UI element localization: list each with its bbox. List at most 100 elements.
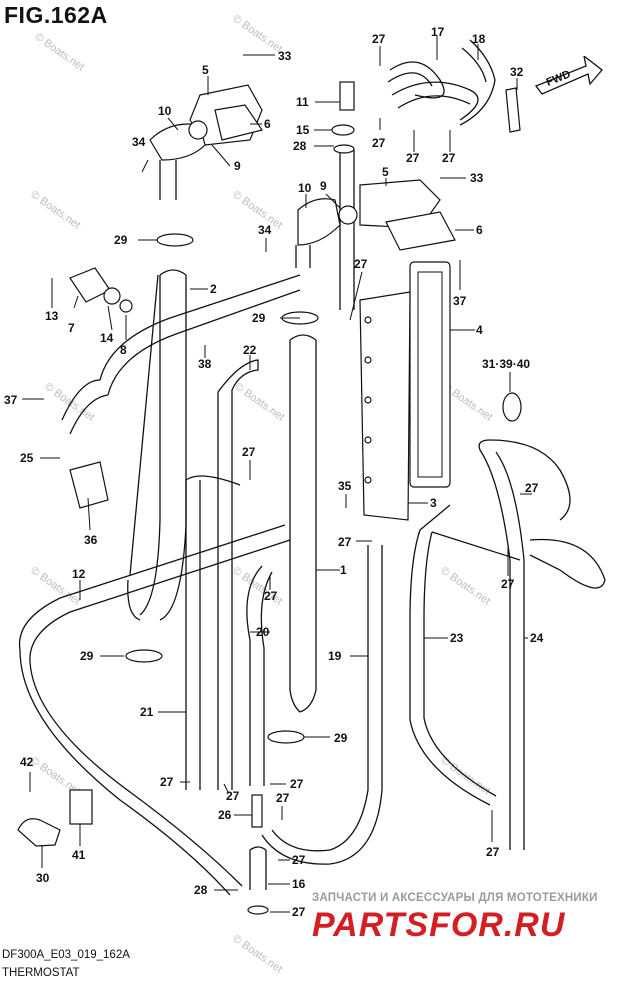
callout-27: 27 xyxy=(372,136,386,150)
hose-23 xyxy=(409,529,497,806)
outlet-stub xyxy=(295,245,311,268)
callout-27: 27 xyxy=(160,775,174,789)
callout-10: 10 xyxy=(298,181,312,195)
callout-27: 27 xyxy=(486,845,500,859)
callout-29: 29 xyxy=(252,311,266,325)
clamp-30 xyxy=(17,818,61,847)
callout-20: 20 xyxy=(256,625,270,639)
hose-18 xyxy=(391,81,479,121)
hose-22 xyxy=(217,359,259,790)
watermark-text: © Boats.net xyxy=(232,381,286,424)
callout-27: 27 xyxy=(442,151,456,165)
callout-27: 27 xyxy=(354,257,368,271)
hose-2 xyxy=(139,269,187,621)
callout-27: 27 xyxy=(242,445,256,459)
callout-34: 34 xyxy=(258,223,272,237)
watermark-text: © Boats.net xyxy=(230,933,284,976)
watermark-text: © Boats.net xyxy=(42,381,96,424)
gasket-6-upper xyxy=(214,104,263,141)
callout-23: 23 xyxy=(450,631,464,645)
callout-19: 19 xyxy=(328,649,342,663)
callout-33: 33 xyxy=(470,171,484,185)
component-shapes xyxy=(17,84,522,915)
callout-30: 30 xyxy=(36,871,50,885)
figure-title: FIG.162A xyxy=(4,2,108,28)
callout-27: 27 xyxy=(264,589,278,603)
callout-27: 27 xyxy=(276,791,290,805)
bolt-hole xyxy=(364,356,372,364)
callout-25: 25 xyxy=(20,451,34,465)
callout-28: 28 xyxy=(194,883,208,897)
callout-13: 13 xyxy=(45,309,59,323)
callout-33: 33 xyxy=(278,49,292,63)
gasket-4 xyxy=(409,261,451,488)
hose-38-end xyxy=(61,379,109,435)
callout-42: 42 xyxy=(20,755,34,769)
callout-27: 27 xyxy=(501,577,515,591)
clamp-29-d xyxy=(267,730,305,744)
shop-watermark-logo: PARTSFOR.RU xyxy=(312,906,566,944)
callout-37: 37 xyxy=(453,294,467,308)
hose-18-upper xyxy=(459,39,496,126)
callout-14: 14 xyxy=(100,331,114,345)
bolt-hole xyxy=(364,476,372,484)
callout-15: 15 xyxy=(296,123,310,137)
clamp-28-b xyxy=(247,905,269,915)
callout-31-39-40: 31·39·40 xyxy=(482,357,530,371)
outlet-stub-upper xyxy=(159,160,177,200)
callout-27: 27 xyxy=(406,151,420,165)
bracket-36 xyxy=(69,461,109,509)
callout-27: 27 xyxy=(338,535,352,549)
callout-9: 9 xyxy=(234,159,241,173)
callout-32: 32 xyxy=(510,65,524,79)
callout-2: 2 xyxy=(210,282,217,296)
callout-38: 38 xyxy=(198,357,212,371)
callout-11: 11 xyxy=(296,95,309,109)
plate-41 xyxy=(69,789,93,825)
callout-5: 5 xyxy=(382,165,389,179)
hose-23-top xyxy=(419,504,521,561)
callout-10: 10 xyxy=(158,104,172,118)
callout-17: 17 xyxy=(431,25,445,39)
thermostat-9-upper xyxy=(188,120,208,140)
washer-15 xyxy=(331,124,355,136)
watermark-text: © Boats.net xyxy=(230,13,284,56)
callout-labels: 33 27 17 18 32 5 11 10 27 6 15 34 28 27 … xyxy=(4,25,544,919)
hose-12 xyxy=(18,524,291,663)
leader-lines xyxy=(22,36,532,913)
callout-9: 9 xyxy=(320,179,327,193)
shop-watermark-text: ЗАПЧАСТИ И АКСЕССУАРЫ ДЛЯ МОТОТЕХНИКИ xyxy=(312,892,598,904)
hose-38 xyxy=(99,274,301,396)
hose-12-lower xyxy=(19,649,243,896)
callout-29: 29 xyxy=(334,731,348,745)
connector-26 xyxy=(251,794,263,828)
callout-37: 37 xyxy=(4,393,18,407)
callout-27: 27 xyxy=(525,481,539,495)
clamp-29-a xyxy=(156,233,194,247)
callout-8: 8 xyxy=(120,343,127,357)
callout-26: 26 xyxy=(218,808,232,822)
clamp-28-a xyxy=(333,144,355,154)
watermark-text: © Boats.net xyxy=(438,565,492,608)
callout-21: 21 xyxy=(140,705,154,719)
callout-22: 22 xyxy=(243,343,257,357)
callout-6: 6 xyxy=(264,117,271,131)
callout-16: 16 xyxy=(292,877,306,891)
callout-34: 34 xyxy=(132,135,146,149)
callout-28: 28 xyxy=(293,139,307,153)
watermark-text: © Boats.net xyxy=(28,189,82,232)
callout-5: 5 xyxy=(202,63,209,77)
callout-3: 3 xyxy=(430,496,437,510)
hose-24-loop xyxy=(529,538,606,589)
diagram-caption: THERMOSTAT xyxy=(2,967,80,979)
fitting-11 xyxy=(339,81,355,111)
callout-29: 29 xyxy=(114,233,128,247)
callout-24: 24 xyxy=(530,631,544,645)
forward-direction-badge: FWD xyxy=(534,54,604,111)
bolt-hole xyxy=(364,316,372,324)
callout-7: 7 xyxy=(68,321,75,335)
hose-to-thermostat xyxy=(339,146,355,310)
hose-outlines xyxy=(18,39,606,896)
callout-18: 18 xyxy=(472,32,486,46)
